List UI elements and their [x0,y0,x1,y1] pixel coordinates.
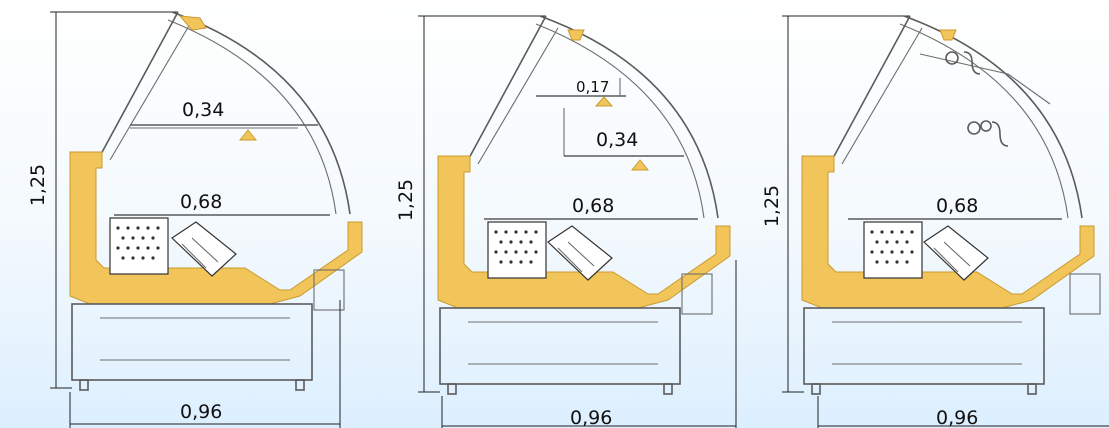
glass-canopy-inner [167,19,337,215]
glass-canopy-outer [903,15,1083,219]
rear-frame [99,11,179,157]
glass-canopy-inner [535,23,705,219]
side-unit [313,269,345,311]
upper-shelf-label: 0,34 [596,129,638,151]
case-base [439,307,681,385]
rear-frame-inner [841,27,923,165]
glass-canopy-inner [899,23,1069,219]
tray-perforation [116,226,160,260]
rear-frame-inner [477,27,559,165]
meat-hook-icon [945,51,981,75]
width-label: 0,96 [570,407,612,428]
top-lamp [178,15,207,31]
foot [447,383,457,395]
case-base [803,307,1045,385]
tilted-tray-detail [181,237,219,269]
height-label: 1,25 [395,179,417,221]
meat-hook-icon [967,120,1009,147]
rear-frame [467,15,547,161]
middle-shelf-label: 0,68 [180,191,222,213]
rear-frame-inner [109,23,191,161]
height-label: 1,25 [27,164,49,206]
case-body [437,155,731,309]
rear-frame [831,15,911,161]
glass-canopy-outer [539,15,719,219]
side-unit [1069,273,1101,315]
case-base [71,303,313,381]
upper-shelf-label: 0,34 [182,99,224,121]
upper-shelf-lamp [238,129,258,141]
top-lamp [567,29,585,41]
foot [1027,383,1037,395]
width-label: 0,96 [180,401,222,423]
side-unit [681,273,713,315]
hook-rail-end [1007,73,1051,105]
panel-1-drawing: 1,25 0,34 0,68 [27,11,363,428]
foot [663,383,673,395]
middle-shelf-label: 0,68 [936,195,978,217]
tray-perforation [494,230,538,264]
tray-cassette [487,221,547,279]
foot [811,383,821,395]
foot [295,379,305,391]
tilted-tray-detail [933,241,971,273]
tilted-tray-detail [557,241,595,273]
upper-shelf-lamp [630,159,650,171]
top-shelf-label: 0,17 [576,78,609,96]
foot [79,379,89,391]
tray-perforation [870,230,914,264]
width-label: 0,96 [936,407,978,428]
top-lamp [939,29,957,41]
hook-rail [919,53,1009,75]
display-case-panel-2: 1,25 0,17 0,34 0,68 [380,0,750,428]
top-shelf-lamp [594,96,614,107]
tray-cassette [109,217,169,275]
glass-canopy-outer [171,11,351,215]
height-label: 1,25 [761,185,783,227]
middle-shelf-label: 0,68 [572,195,614,217]
display-case-panel-1: 1,25 0,34 0,68 [0,0,370,428]
panel-2-drawing: 1,25 0,17 0,34 0,68 [395,15,737,428]
display-case-panel-3: 1,25 0,68 [760,0,1109,428]
tray-cassette [863,221,923,279]
panel-3-drawing: 1,25 0,68 [761,15,1109,428]
